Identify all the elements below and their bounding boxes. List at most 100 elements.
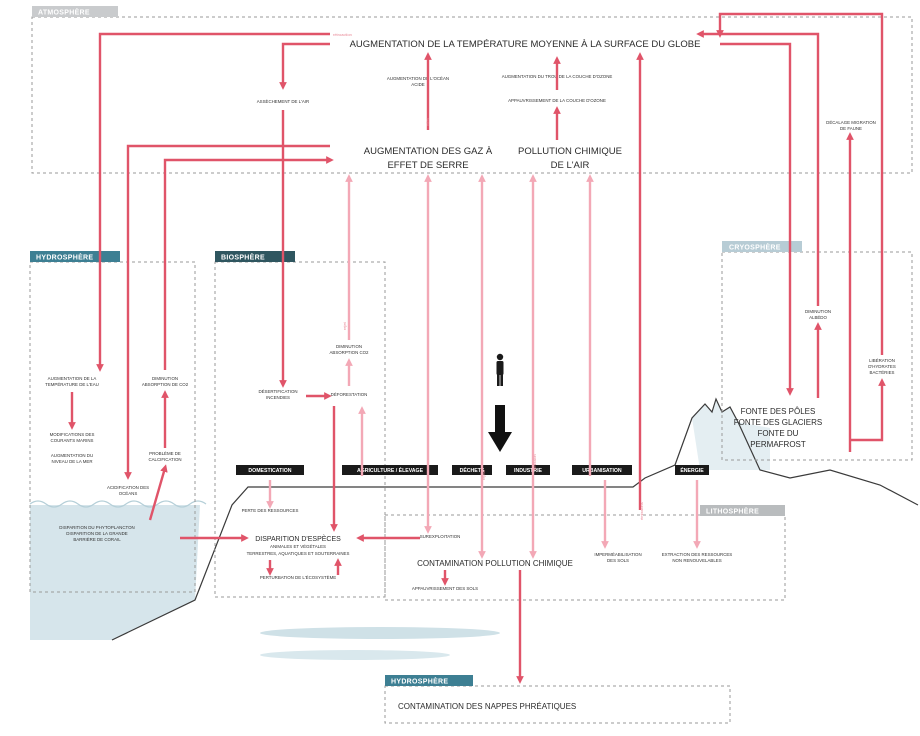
genetic-loss: PERTE DES RESSOURCES bbox=[242, 508, 299, 513]
melting-4: PERMAFROST bbox=[750, 440, 806, 449]
groundwater-lens-2 bbox=[260, 650, 450, 660]
activity-urbanisation: URBANISATION bbox=[582, 468, 622, 474]
note-emissions: émissions bbox=[639, 502, 644, 520]
activity-waste: DÉCHETS bbox=[460, 466, 485, 474]
ice-cap bbox=[692, 399, 770, 470]
hydro-left-tag-bg bbox=[30, 251, 120, 262]
species-title: DISPARITION D'ESPÈCES bbox=[255, 534, 341, 543]
human-figure-icon bbox=[496, 353, 504, 386]
soil-imper-1: IMPERMÉABILISATION bbox=[594, 552, 641, 557]
note-rejet: rejet bbox=[342, 321, 347, 330]
melting-2: FONTE DES GLACIERS bbox=[734, 418, 822, 427]
arrow-acid-to-calc bbox=[148, 464, 168, 521]
arrow-temp-to-water bbox=[96, 32, 330, 372]
contamination-title: CONTAMINATION POLLUTION CHIMIQUE bbox=[417, 559, 573, 568]
desertification-1: DÉSERTIFICATION bbox=[258, 389, 297, 394]
methane-1: LIBÉRATION bbox=[869, 358, 895, 363]
activity-energy: ÉNERGIE bbox=[680, 466, 704, 474]
note-retroaction: rétroaction bbox=[333, 32, 352, 37]
hydrosphere-left-zone bbox=[29, 261, 196, 593]
extraction-1: EXTRACTION DES RESSOURCES bbox=[662, 552, 733, 557]
hydrosphere-bottom-zone bbox=[384, 685, 731, 724]
plankton-3: BARRIÈRE DE CORAIL bbox=[73, 537, 121, 542]
ghg-line-2: EFFET DE SERRE bbox=[387, 160, 468, 171]
ocean-waves bbox=[29, 500, 207, 508]
air-line-2: DE L'AIR bbox=[551, 160, 590, 171]
activity-industry-bg bbox=[506, 465, 550, 475]
activity-domestication: DOMESTICATION bbox=[248, 468, 291, 474]
calcification-1: PROBLÈME DE bbox=[149, 451, 181, 456]
methane-3: BACTÉRIES bbox=[870, 370, 895, 375]
cryosphere-tag-bg bbox=[722, 241, 802, 252]
atmosphere-tag: ATMOSPHÈRE bbox=[38, 8, 90, 17]
activity-domestication-bg bbox=[236, 465, 304, 475]
activity-waste-bg bbox=[452, 465, 492, 475]
arrow-ghg-to-acid bbox=[124, 144, 330, 480]
calcification-2: CALCIFICATION bbox=[148, 457, 181, 462]
acidification-2: OCÉANS bbox=[119, 491, 138, 496]
extraction-2: NON RENOUVELABLES bbox=[672, 558, 721, 563]
water-temp-1: AUGMENTATION DE LA bbox=[48, 376, 97, 381]
activity-energy-bg bbox=[675, 465, 709, 475]
acidification-1: ACIDIFICATION DES bbox=[107, 485, 149, 490]
hydro-left-tag: HYDROSPHÈRE bbox=[36, 253, 93, 262]
temperature-title: AUGMENTATION DE LA TEMPÉRATURE MOYENNE À… bbox=[350, 39, 701, 50]
arrow-methane-to-temp bbox=[716, 12, 884, 355]
melting-3: FONTE DU bbox=[758, 429, 799, 438]
arrow-temp-to-poles bbox=[720, 42, 794, 396]
currents-1: MODIFICATIONS DES bbox=[50, 432, 95, 437]
arrow-temp-to-biosphere bbox=[279, 42, 330, 90]
absorption-2: ABSORPTION DE CO2 bbox=[142, 382, 189, 387]
biosphere-tag: BIOSPHÈRE bbox=[221, 253, 265, 262]
desertification-2: INCENDIES bbox=[266, 395, 290, 400]
activity-agriculture: AGRICULTURE / ÉLEVAGE bbox=[357, 466, 424, 474]
methane-2: D'HYDRATES bbox=[868, 364, 896, 369]
hydro-bottom-tag-bg bbox=[385, 675, 473, 686]
ozone-thin: APPAUVRISSEMENT DE LA COUCHE D'OZONE bbox=[508, 98, 606, 103]
note-effet: effet bbox=[425, 117, 430, 126]
melting-1: FONTE DES PÔLES bbox=[741, 407, 816, 416]
note-emission: émission bbox=[532, 454, 537, 470]
bio-co2-1: DIMINUTION bbox=[336, 344, 362, 349]
surexploitation: SUREXPLOITATION bbox=[420, 534, 461, 539]
lithosphere-tag: LITHOSPHÈRE bbox=[706, 507, 759, 516]
activity-agriculture-bg bbox=[342, 465, 438, 475]
deforestation: DÉFORESTATION bbox=[331, 392, 368, 397]
air-drying: ASSÈCHEMENT DE L'AIR bbox=[257, 99, 309, 104]
cryosphere-zone bbox=[721, 251, 913, 461]
down-arrow-icon bbox=[488, 405, 512, 452]
atmosphere-zone bbox=[31, 16, 913, 174]
currents-2: COURANTS MARINS bbox=[51, 438, 94, 443]
bio-co2-2: ABSORPTION CO2 bbox=[329, 350, 369, 355]
activity-urbanisation-bg bbox=[572, 465, 632, 475]
soil-imper-2: DES SOLS bbox=[607, 558, 629, 563]
ecosystem: PERTURBATION DE L'ÉCOSYSTÈME bbox=[260, 575, 336, 580]
species-sub-2: TERRESTRES, AQUATIQUES ET SOUTERRAINES bbox=[247, 551, 350, 556]
lithosphere-tag-bg bbox=[700, 505, 785, 516]
cryosphere-tag: CRYOSPHÈRE bbox=[729, 243, 781, 252]
ground-profile bbox=[111, 397, 919, 641]
plankton-1: DISPARITION DU PHYTOPLANCTON bbox=[59, 525, 134, 530]
sea-level-2: NIVEAU DE LA MER bbox=[52, 459, 93, 464]
albedo-1: DIMINUTION bbox=[805, 309, 831, 314]
ocean-water bbox=[30, 505, 200, 640]
arrow-ghg-to-absorption bbox=[163, 156, 334, 370]
ghg-line-1: AUGMENTATION DES GAZ À bbox=[364, 146, 493, 157]
albedo-2: ALBÉDO bbox=[809, 315, 827, 320]
air-line-1: POLLUTION CHIMIQUE bbox=[518, 146, 622, 157]
plankton-2: DISPARITION DE LA GRANDE bbox=[66, 531, 127, 536]
water-temp-2: TEMPÉRATURE DE L'EAU bbox=[45, 382, 99, 387]
groundwater-lens bbox=[260, 627, 500, 639]
hydro-bottom-tag: HYDROSPHÈRE bbox=[391, 677, 448, 686]
ocean-acid-2: ACIDE bbox=[411, 82, 424, 87]
arrow-melt-to-methane bbox=[850, 378, 886, 442]
biosphere-tag-bg bbox=[215, 251, 295, 262]
arrow-albedo-to-temp bbox=[696, 30, 820, 306]
soil-poverty: APPAUVRISSEMENT DES SOLS bbox=[412, 586, 478, 591]
fauna-shift-1: DÉCALAGE MIGRATION bbox=[826, 120, 876, 125]
groundwater-title: CONTAMINATION DES NAPPES PHRÉATIQUES bbox=[398, 702, 576, 711]
sea-level-1: AUGMENTATION DU bbox=[51, 453, 93, 458]
absorption-1: DIMINUTION bbox=[152, 376, 178, 381]
